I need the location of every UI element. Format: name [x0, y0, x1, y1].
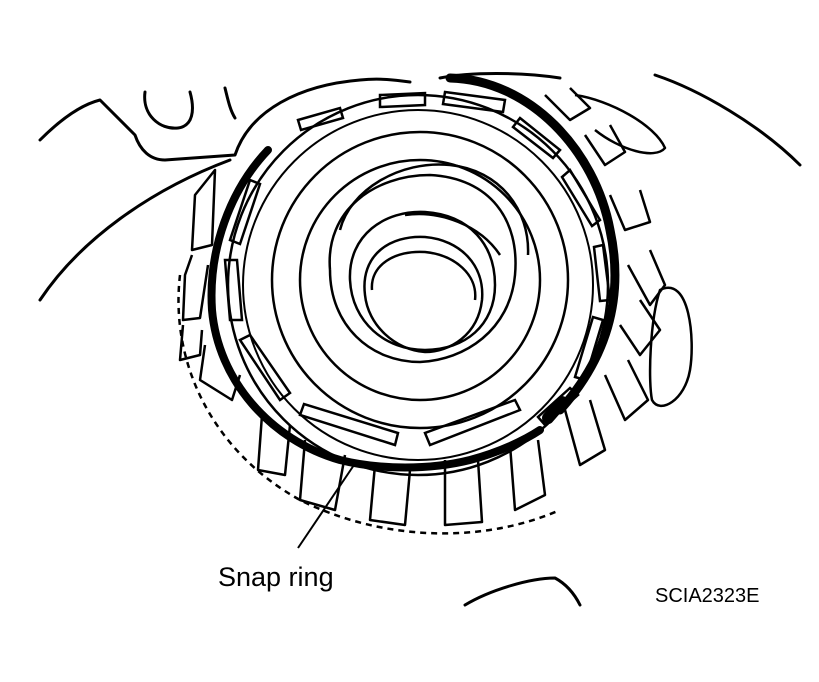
- snap-ring: [207, 73, 620, 472]
- housing-outline: [38, 72, 802, 607]
- callout-leader-line: [297, 461, 357, 549]
- retaining-plate: [223, 90, 612, 477]
- snap-ring-label: Snap ring: [218, 562, 334, 592]
- clutch-plate-teeth: [177, 87, 693, 535]
- inner-rings: [270, 130, 570, 430]
- figure-code: SCIA2323E: [655, 585, 760, 607]
